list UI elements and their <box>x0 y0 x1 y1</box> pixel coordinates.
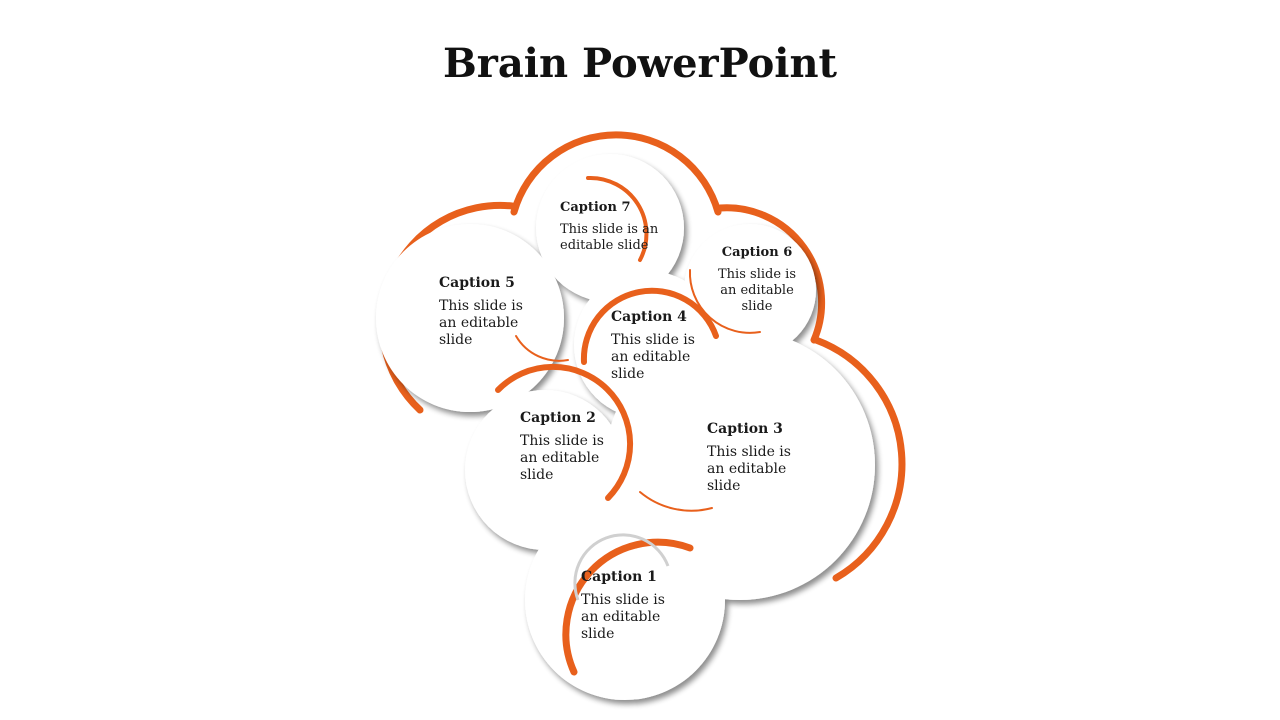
curl-caption-6 <box>688 269 761 334</box>
caption-7-heading: Caption 7 <box>560 200 631 215</box>
caption-6-body: This slide is an editable slide <box>718 267 796 314</box>
swirl-caption-1 <box>573 533 670 601</box>
caption-2-body: This slide is an editable slide <box>520 433 604 483</box>
caption-5-body: This slide is an editable slide <box>439 298 523 348</box>
outline-right-upper-arc <box>716 204 826 344</box>
caption-5-heading: Caption 5 <box>439 275 515 291</box>
blob-caption-7 <box>536 154 684 302</box>
blob-caption-1 <box>525 500 725 700</box>
caption-4: Caption 4 This slide is an editable slid… <box>611 309 701 383</box>
slide-title: Brain PowerPoint <box>442 40 838 87</box>
outline-top-arc <box>510 131 722 216</box>
curl-caption-7 <box>586 175 649 262</box>
caption-6-heading: Caption 6 <box>721 245 793 260</box>
curl-caption-3 <box>639 491 713 512</box>
caption-7-body: This slide is an editable slide <box>560 222 659 253</box>
caption-7: Caption 7 This slide is an editable slid… <box>560 200 660 254</box>
caption-1-body: This slide is an editable slide <box>581 592 665 642</box>
caption-3: Caption 3 This slide is an editable slid… <box>707 421 797 495</box>
inner-curls <box>495 175 761 676</box>
blob-caption-5 <box>376 224 564 412</box>
curl-caption-1 <box>562 538 694 676</box>
inner-swirl <box>573 533 670 601</box>
caption-1-heading: Caption 1 <box>581 569 657 585</box>
caption-6: Caption 6 This slide is an editable slid… <box>712 245 802 315</box>
brain-blobs <box>376 154 875 700</box>
caption-3-heading: Caption 3 <box>707 421 783 437</box>
caption-4-heading: Caption 4 <box>611 309 687 325</box>
caption-2: Caption 2 This slide is an editable slid… <box>520 410 610 484</box>
outline-right-lower-arc <box>812 336 906 582</box>
caption-1: Caption 1 This slide is an editable slid… <box>581 569 671 643</box>
caption-2-heading: Caption 2 <box>520 410 596 426</box>
caption-4-body: This slide is an editable slide <box>611 332 695 382</box>
curl-caption-2 <box>495 363 634 501</box>
curl-caption-5 <box>515 335 569 362</box>
caption-5: Caption 5 This slide is an editable slid… <box>439 275 529 349</box>
caption-3-body: This slide is an editable slide <box>707 444 791 494</box>
curl-caption-4 <box>580 287 719 365</box>
